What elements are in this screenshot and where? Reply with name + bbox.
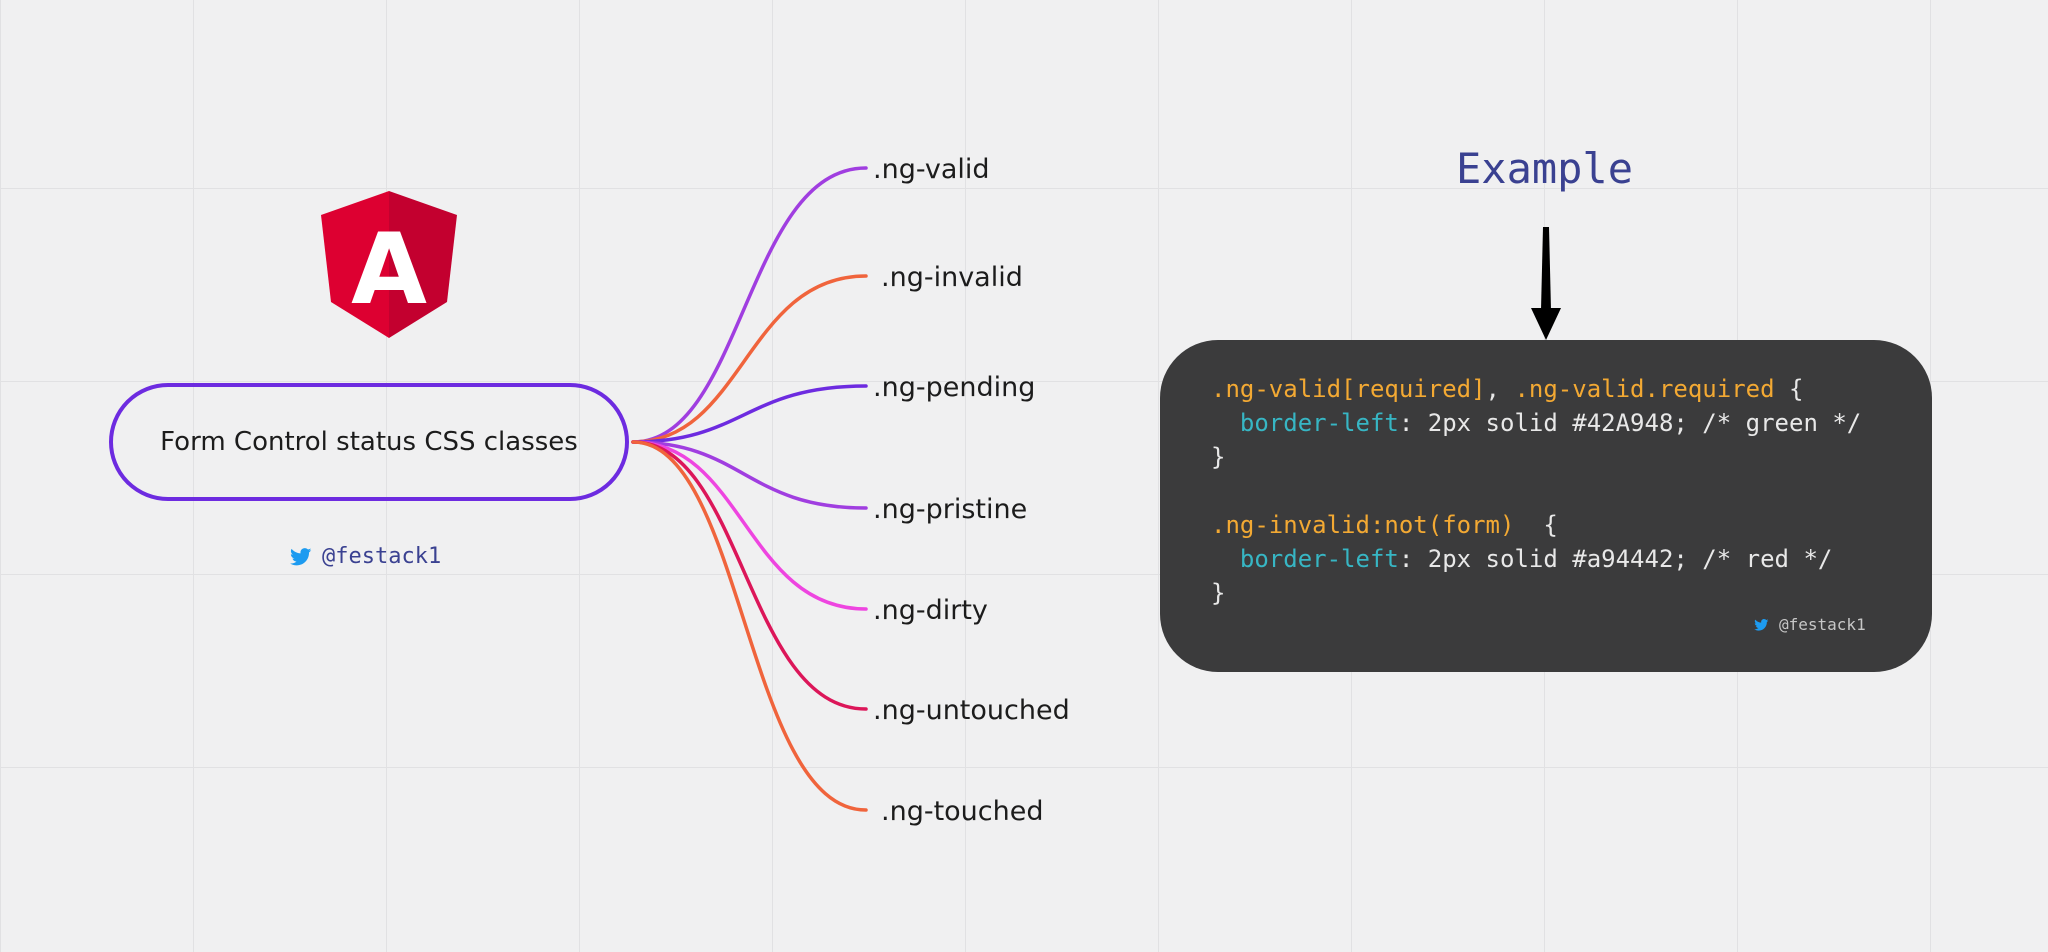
code-selector: .ng-invalid:not(form) [1211,511,1515,539]
class-label-ng-invalid: .ng-invalid [881,262,1023,293]
twitter-icon [290,547,312,565]
root-node: Form Control status CSS classes [109,383,629,501]
class-label-ng-pending: .ng-pending [873,372,1036,403]
branch-connector [631,440,868,711]
class-label-ng-valid: .ng-valid [873,154,990,185]
code-punctuation: , [1485,375,1515,403]
class-label-ng-pristine: .ng-pristine [873,494,1028,525]
code-selector: .ng-valid[required] [1211,375,1486,403]
twitter-icon [1754,618,1769,631]
branch-connector [631,440,868,510]
code-property: border-left [1239,409,1399,437]
branch-connector [631,274,868,444]
branch-connector [631,440,868,812]
code-punctuation: { [1774,375,1804,403]
code-selector: .ng-valid.required [1514,375,1775,403]
code-author-handle-text: @festack1 [1779,615,1866,634]
root-node-label: Form Control status CSS classes [160,427,578,457]
class-label-ng-dirty: .ng-dirty [873,595,988,626]
angular-logo-letter: A [351,213,427,327]
code-punctuation: } [1211,579,1226,607]
down-arrow-icon [1531,227,1561,340]
code-punctuation: { [1514,511,1558,539]
author-handle-text: @festack1 [322,544,442,569]
code-value: : 2px solid #42A948; /* green */ [1398,409,1862,437]
code-punctuation: } [1211,443,1226,471]
code-author-handle[interactable]: @festack1 [1754,615,1866,634]
example-title: Example [1456,144,1634,193]
branch-connector [631,384,868,444]
code-snippet: .ng-valid[required], .ng-valid.required … [1211,372,1861,610]
angular-logo: A [321,191,457,338]
code-value: : 2px solid #a94442; /* red */ [1398,545,1833,573]
author-handle[interactable]: @festack1 [290,544,441,569]
branch-connector [631,166,868,444]
class-label-ng-untouched: .ng-untouched [873,695,1070,726]
class-label-ng-touched: .ng-touched [881,796,1044,827]
branch-connector [631,440,868,611]
code-property: border-left [1239,545,1399,573]
branch-connectors [631,166,868,812]
code-example-block: .ng-valid[required], .ng-valid.required … [1160,340,1932,672]
